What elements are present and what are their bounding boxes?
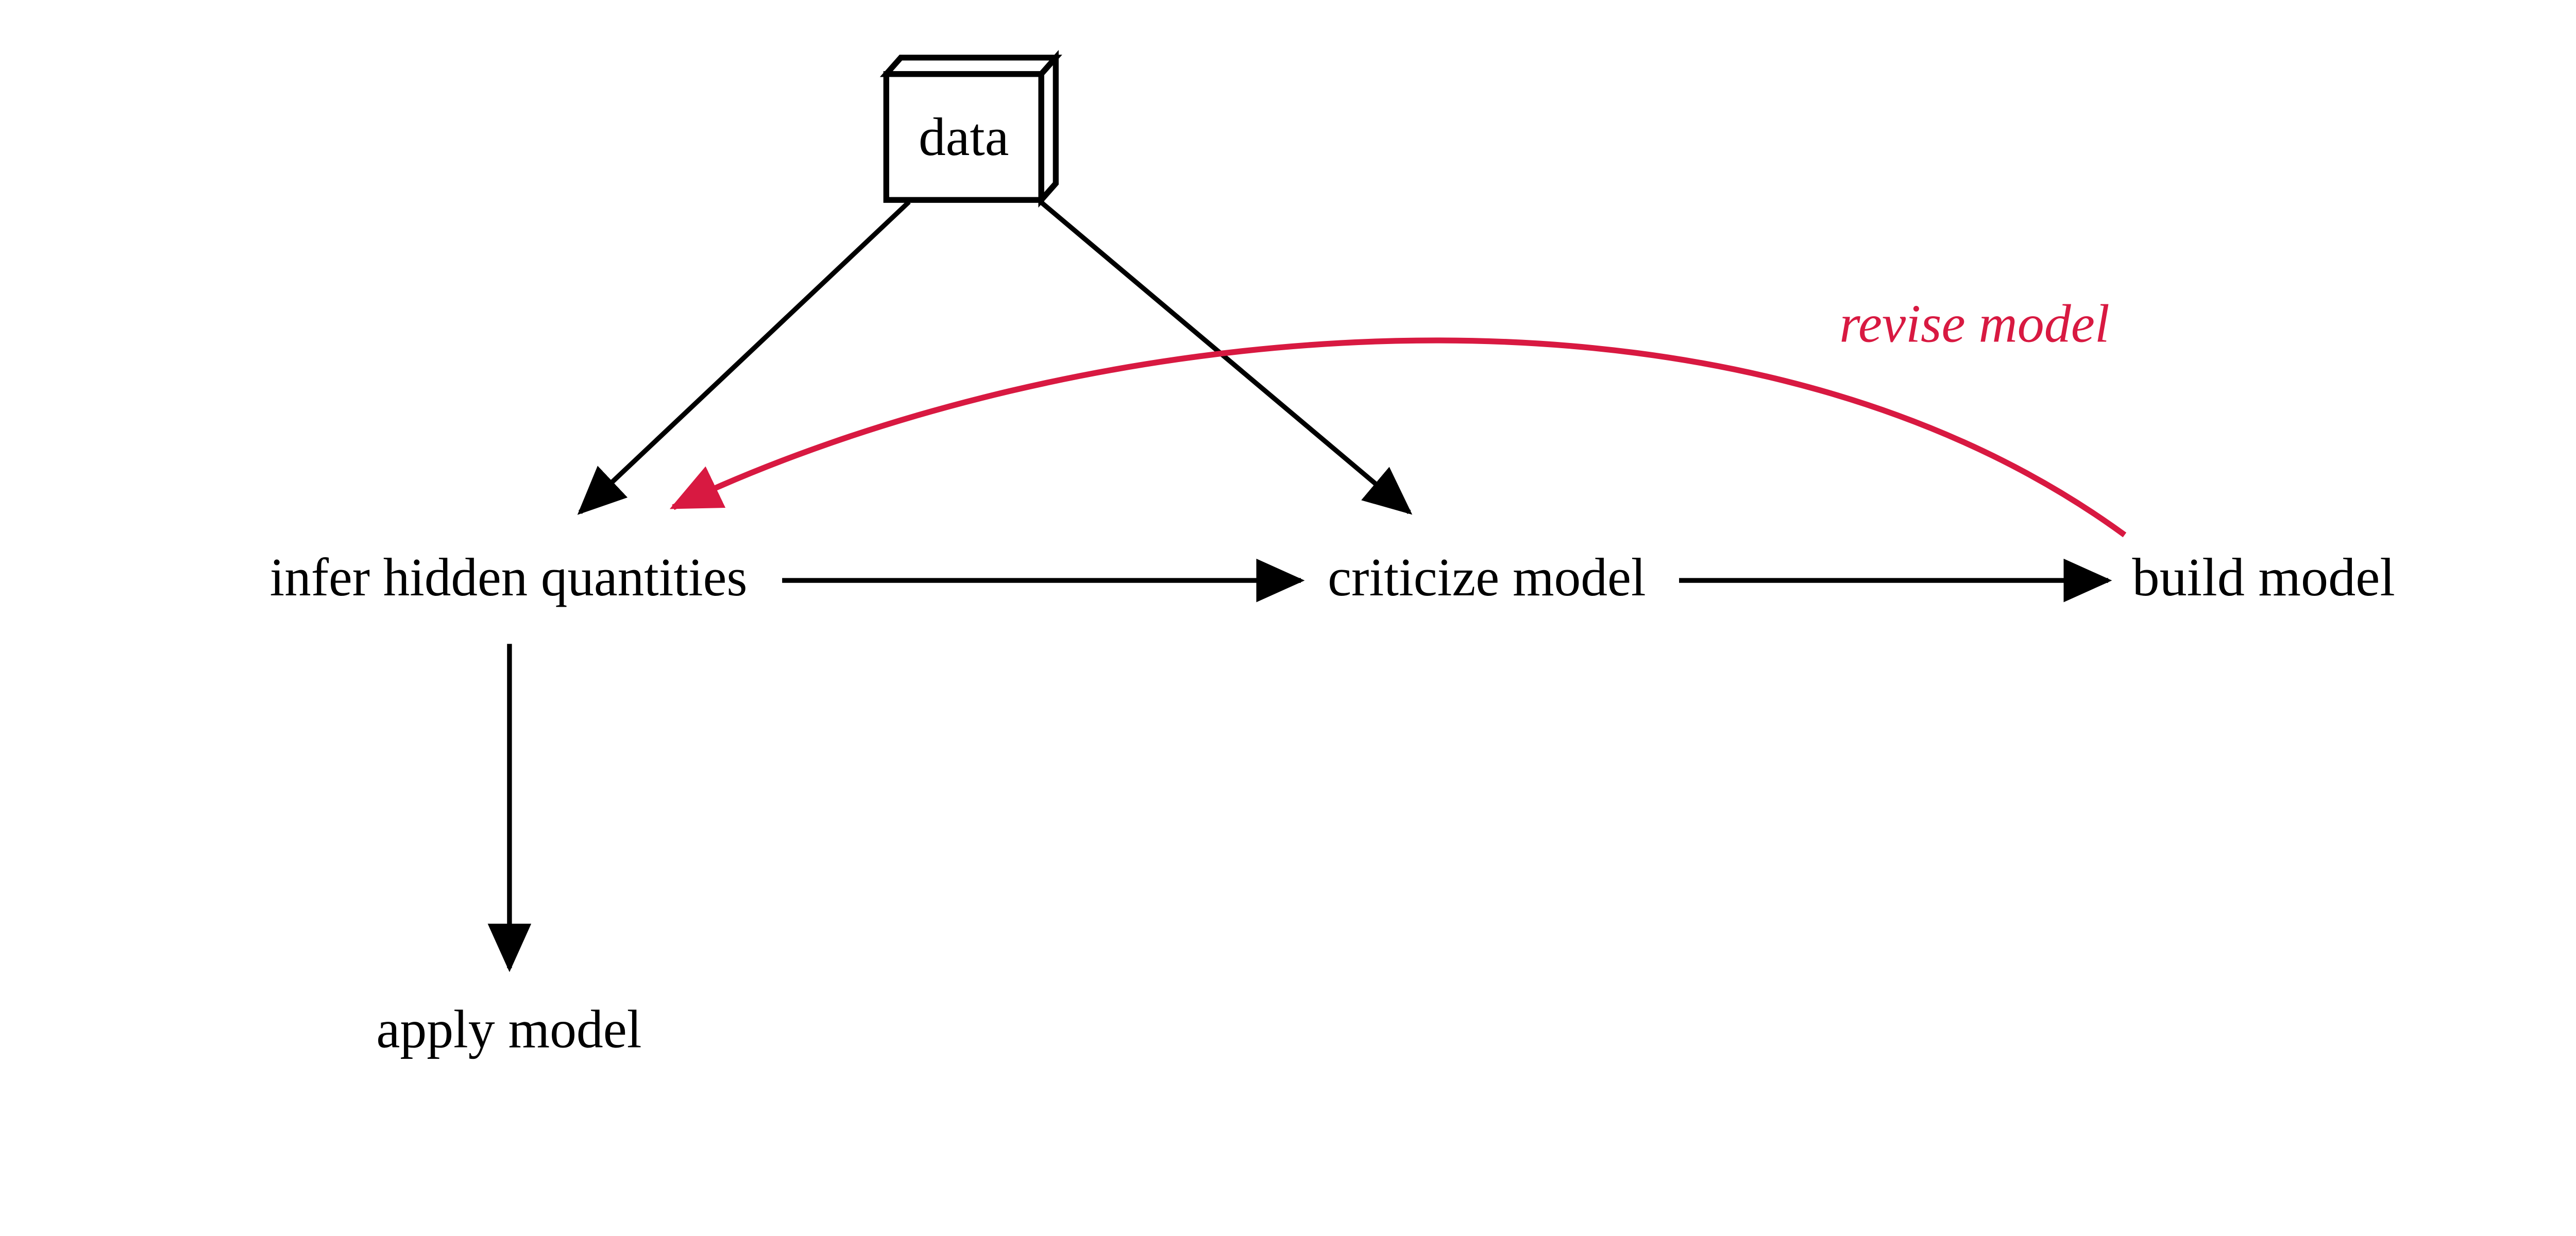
criticize-model-label: criticize model <box>1328 547 1646 607</box>
boxs-loop-diagram: data infer hidden quantities criticize m… <box>269 49 2395 1059</box>
infer-hidden-quantities-label: infer hidden quantities <box>270 547 748 607</box>
apply-model-label: apply model <box>376 999 641 1059</box>
arrow-data-to-criticize <box>1040 200 1413 515</box>
data-box-front-face <box>883 71 1044 203</box>
data-node-label: data <box>919 107 1009 167</box>
arrow-revise-model-curve <box>669 337 2127 538</box>
arrow-data-to-infer <box>577 200 911 515</box>
black-arrows <box>487 200 2112 972</box>
data-box: data <box>879 49 1062 208</box>
build-model-label: build model <box>2132 547 2395 607</box>
diagram-canvas: data infer hidden quantities criticize m… <box>269 49 2395 1059</box>
revise-model-label: revise model <box>1839 294 2110 354</box>
